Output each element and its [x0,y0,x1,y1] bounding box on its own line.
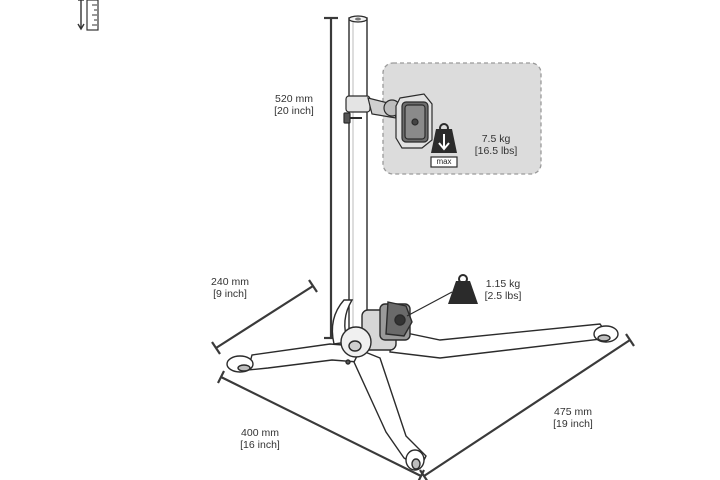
weight-icon [406,274,478,317]
base-right-metric: 475 mm [554,406,592,418]
base-front-label: 400 mm [16 inch] [232,427,288,451]
base-right-imperial: [19 inch] [553,418,593,430]
pole-height-metric: 520 mm [275,93,313,105]
stand-base [226,299,619,471]
weight-max-icon [430,123,458,168]
base-short-label: 240 mm [9 inch] [202,276,258,300]
base-front-metric: 400 mm [241,427,279,439]
base-front-imperial: [16 inch] [240,439,280,451]
ruler-icon [77,0,99,31]
base-short-imperial: [9 inch] [213,288,247,300]
stand-weight-metric: 1.15 kg [485,278,521,290]
pole-height-label: 520 mm [20 inch] [266,93,322,117]
stand-weight-label: 1.15 kg [2.5 lbs] [476,278,530,302]
stand-pole [348,15,368,335]
pole-height-dimension [324,16,338,340]
clamp-max-load-label: 7.5 kg [16.5 lbs] [466,133,526,157]
base-short-dimension [211,279,318,355]
base-right-label: 475 mm [19 inch] [545,406,601,430]
clamp-assembly [343,93,433,149]
base-front-dimension [217,370,425,480]
clamp-max-metric: 7.5 kg [481,133,511,145]
pole-height-imperial: [20 inch] [274,105,314,117]
max-badge: max [436,157,452,166]
stand-weight-imperial: [2.5 lbs] [484,290,522,302]
base-right-dimension [419,333,635,480]
base-short-metric: 240 mm [211,276,249,288]
clamp-max-imperial: [16.5 lbs] [474,145,518,157]
